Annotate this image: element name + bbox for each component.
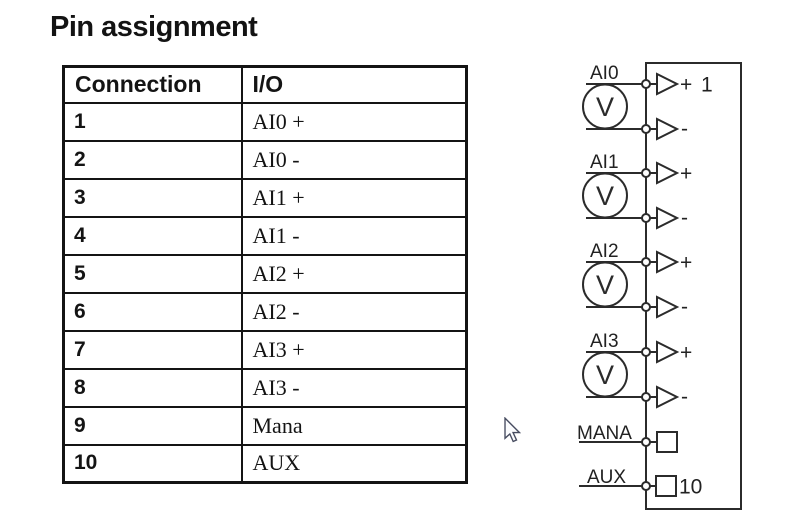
table-row: 1 AI0 + xyxy=(62,101,468,142)
polarity-plus-label: + xyxy=(680,163,692,186)
polarity-plus-label: + xyxy=(680,252,692,275)
voltmeter-symbol: V xyxy=(596,181,614,211)
cell-io: AI3 + xyxy=(240,329,468,370)
cell-io: Mana xyxy=(240,405,468,446)
wiring-diagram: V AI0 + 1 - V AI1 + - V xyxy=(577,62,742,510)
voltmeter-circle xyxy=(582,83,628,130)
pin-assignment-table: Connection I/O 1 AI0 + 2 AI0 - 3 AI1 + 4… xyxy=(62,65,468,484)
polarity-minus-label: - xyxy=(681,118,688,141)
table-row: 6 AI2 - xyxy=(62,291,468,332)
mana-connection: MANA xyxy=(577,423,678,453)
channel-label: AI3 xyxy=(590,331,619,352)
input-triangle-plus xyxy=(656,72,680,96)
module-box xyxy=(645,62,742,510)
channel-label: AI0 xyxy=(590,63,619,84)
mana-label: MANA xyxy=(577,423,632,444)
cell-io: AI1 + xyxy=(240,177,468,218)
input-triangle-minus xyxy=(656,117,680,141)
voltmeter-symbol: V xyxy=(596,360,614,390)
aux-connection: AUX 10 xyxy=(579,467,702,499)
terminal-dot xyxy=(641,347,651,357)
table-header-row: Connection I/O xyxy=(62,65,468,104)
voltmeter-circle xyxy=(582,261,628,308)
terminal-dot xyxy=(641,257,651,267)
input-triangle-plus xyxy=(656,161,680,185)
channel-ai3: V AI3 + - xyxy=(582,331,692,409)
polarity-plus-label: + xyxy=(680,342,692,365)
table-row: 2 AI0 - xyxy=(62,139,468,180)
cell-io: AI2 - xyxy=(240,291,468,332)
pin-number-top: 1 xyxy=(701,74,713,97)
cell-connection: 8 xyxy=(62,367,243,408)
cell-io: AI2 + xyxy=(240,253,468,294)
voltmeter-circle xyxy=(582,172,628,219)
cell-connection: 7 xyxy=(62,329,243,370)
cell-connection: 9 xyxy=(62,405,243,446)
channel-ai0: V AI0 + 1 - xyxy=(582,63,713,141)
pin-number-bottom: 10 xyxy=(679,476,702,499)
polarity-minus-label: - xyxy=(681,207,688,230)
channel-label: AI1 xyxy=(590,152,619,173)
column-header-io: I/O xyxy=(240,65,468,104)
page-title: Pin assignment xyxy=(50,11,258,43)
table-row: 7 AI3 + xyxy=(62,329,468,370)
table-row: 5 AI2 + xyxy=(62,253,468,294)
terminal-dot xyxy=(641,213,651,223)
terminal-dot xyxy=(641,437,651,447)
input-triangle-minus xyxy=(656,206,680,230)
aux-label: AUX xyxy=(587,467,626,488)
voltmeter-symbol: V xyxy=(596,270,614,300)
cell-io: AI1 - xyxy=(240,215,468,256)
input-triangle-minus xyxy=(656,385,680,409)
cell-connection: 4 xyxy=(62,215,243,256)
terminal-dot xyxy=(641,79,651,89)
input-triangle-minus xyxy=(656,295,680,319)
table-row: 3 AI1 + xyxy=(62,177,468,218)
cell-io: AI3 - xyxy=(240,367,468,408)
polarity-minus-label: - xyxy=(681,296,688,319)
terminal-dot xyxy=(641,392,651,402)
terminal-dot xyxy=(641,168,651,178)
table-row: 8 AI3 - xyxy=(62,367,468,408)
terminal-dot xyxy=(641,124,651,134)
cell-connection: 10 xyxy=(62,443,243,484)
cell-io: AI0 - xyxy=(240,139,468,180)
cell-io: AI0 + xyxy=(240,101,468,142)
input-triangle-plus xyxy=(656,340,680,364)
voltmeter-symbol: V xyxy=(596,92,614,122)
mouse-cursor-icon xyxy=(504,417,521,443)
cell-connection: 6 xyxy=(62,291,243,332)
channel-ai2: V AI2 + - xyxy=(582,241,692,319)
cell-connection: 2 xyxy=(62,139,243,180)
channel-label: AI2 xyxy=(590,241,619,262)
input-triangle-plus xyxy=(656,250,680,274)
column-header-connection: Connection xyxy=(62,65,243,104)
terminal-dot xyxy=(641,481,651,491)
table-row: 9 Mana xyxy=(62,405,468,446)
polarity-minus-label: - xyxy=(681,386,688,409)
terminal-dot xyxy=(641,302,651,312)
polarity-plus-label: + xyxy=(680,74,692,97)
channel-ai1: V AI1 + - xyxy=(582,152,692,230)
terminal-square xyxy=(655,475,677,497)
cell-connection: 5 xyxy=(62,253,243,294)
table-row: 10 AUX xyxy=(62,443,468,484)
cell-connection: 1 xyxy=(62,101,243,142)
terminal-square xyxy=(656,431,678,453)
voltmeter-circle xyxy=(582,351,628,398)
table-row: 4 AI1 - xyxy=(62,215,468,256)
cell-io: AUX xyxy=(240,443,468,484)
cell-connection: 3 xyxy=(62,177,243,218)
